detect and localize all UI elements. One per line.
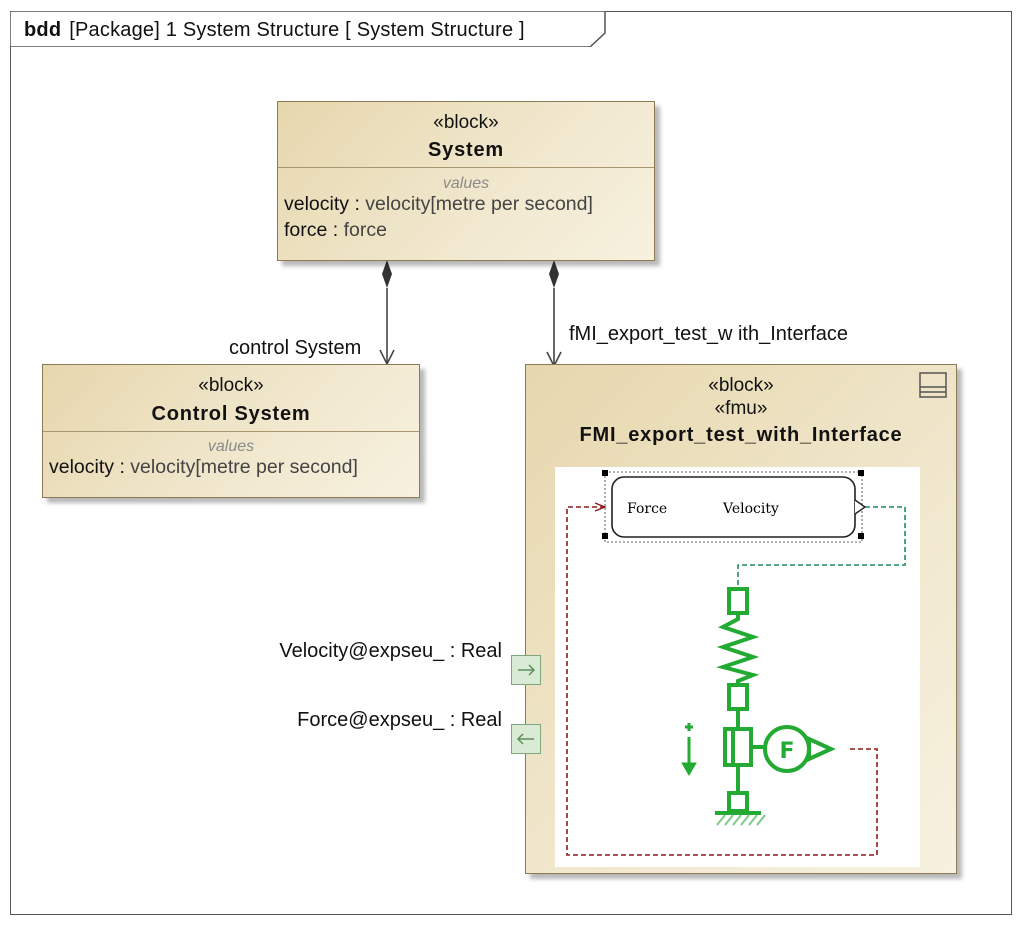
control-stereotype: «block» <box>198 375 264 396</box>
force-port-label: Force@expseu_ : Real <box>297 709 502 731</box>
property-type: velocity[metre per second] <box>130 456 358 478</box>
fmu-stereotype-fmu: «fmu» <box>714 398 768 419</box>
frame-caption: [Package] 1 System Structure [ System St… <box>69 19 525 41</box>
system-property-force[interactable]: force : force <box>284 219 387 241</box>
direction-arrow-icon <box>681 723 697 776</box>
composition-diamond-fmu <box>549 260 559 288</box>
system-property-velocity[interactable]: velocity : velocity[metre per second] <box>284 193 593 215</box>
fmu-corner-icon <box>919 372 947 398</box>
fmu-block[interactable]: «block» «fmu» FMI_export_test_with_Inter… <box>525 364 957 874</box>
force-signal-line <box>566 506 878 856</box>
system-block[interactable]: «block» System values velocity : velocit… <box>277 101 655 261</box>
frame-title: bdd [Package] 1 System Structure [ System… <box>24 19 525 42</box>
system-name: System <box>428 139 504 161</box>
velocity-port-label: Velocity@expseu_ : Real <box>279 640 502 662</box>
velocity-signal-line <box>737 506 906 589</box>
control-compartment-title: values <box>207 438 255 455</box>
composition-fmu[interactable] <box>546 260 562 368</box>
property-type: force <box>343 219 387 241</box>
control-property-velocity[interactable]: velocity : velocity[metre per second] <box>49 456 358 478</box>
control-role-label: control System <box>229 337 362 359</box>
fmu-stereotype: «block» <box>708 375 774 396</box>
frame-kind: bdd <box>24 19 62 41</box>
control-values-compartment: values velocity : velocity[metre per sec… <box>43 431 419 479</box>
frame-header-tab <box>10 11 606 47</box>
property-name: force <box>284 219 328 241</box>
property-name: velocity <box>49 456 115 478</box>
property-name: velocity <box>284 193 350 215</box>
arrow-right-icon <box>518 664 536 676</box>
system-values-compartment: values velocity : velocity[metre per sec… <box>278 167 654 242</box>
fmu-name: FMI_export_test_with_Interface <box>579 424 903 446</box>
mechanical-model <box>715 587 765 815</box>
composition-diamond-control <box>382 260 392 288</box>
arrow-left-icon <box>516 733 534 745</box>
system-stereotype: «block» <box>433 112 499 133</box>
property-type: velocity[metre per second] <box>365 193 593 215</box>
fmu-model-drawing: Force Velocity <box>566 470 906 856</box>
composition-control[interactable] <box>379 260 395 366</box>
interface-input-label: Force <box>627 501 667 517</box>
force-source-symbol: F <box>779 739 794 764</box>
system-compartment-title: values <box>442 175 490 192</box>
ground-hatch <box>716 814 766 826</box>
fmu-role-label: fMI_export_test_w ith_Interface <box>569 323 849 345</box>
interface-output-label: Velocity <box>722 501 779 517</box>
velocity-port[interactable] <box>511 655 541 685</box>
control-system-block[interactable]: «block» Control System values velocity :… <box>42 364 420 498</box>
fmu-model-image: Force Velocity <box>555 467 920 867</box>
force-port[interactable] <box>511 724 541 754</box>
control-name: Control System <box>151 403 311 425</box>
